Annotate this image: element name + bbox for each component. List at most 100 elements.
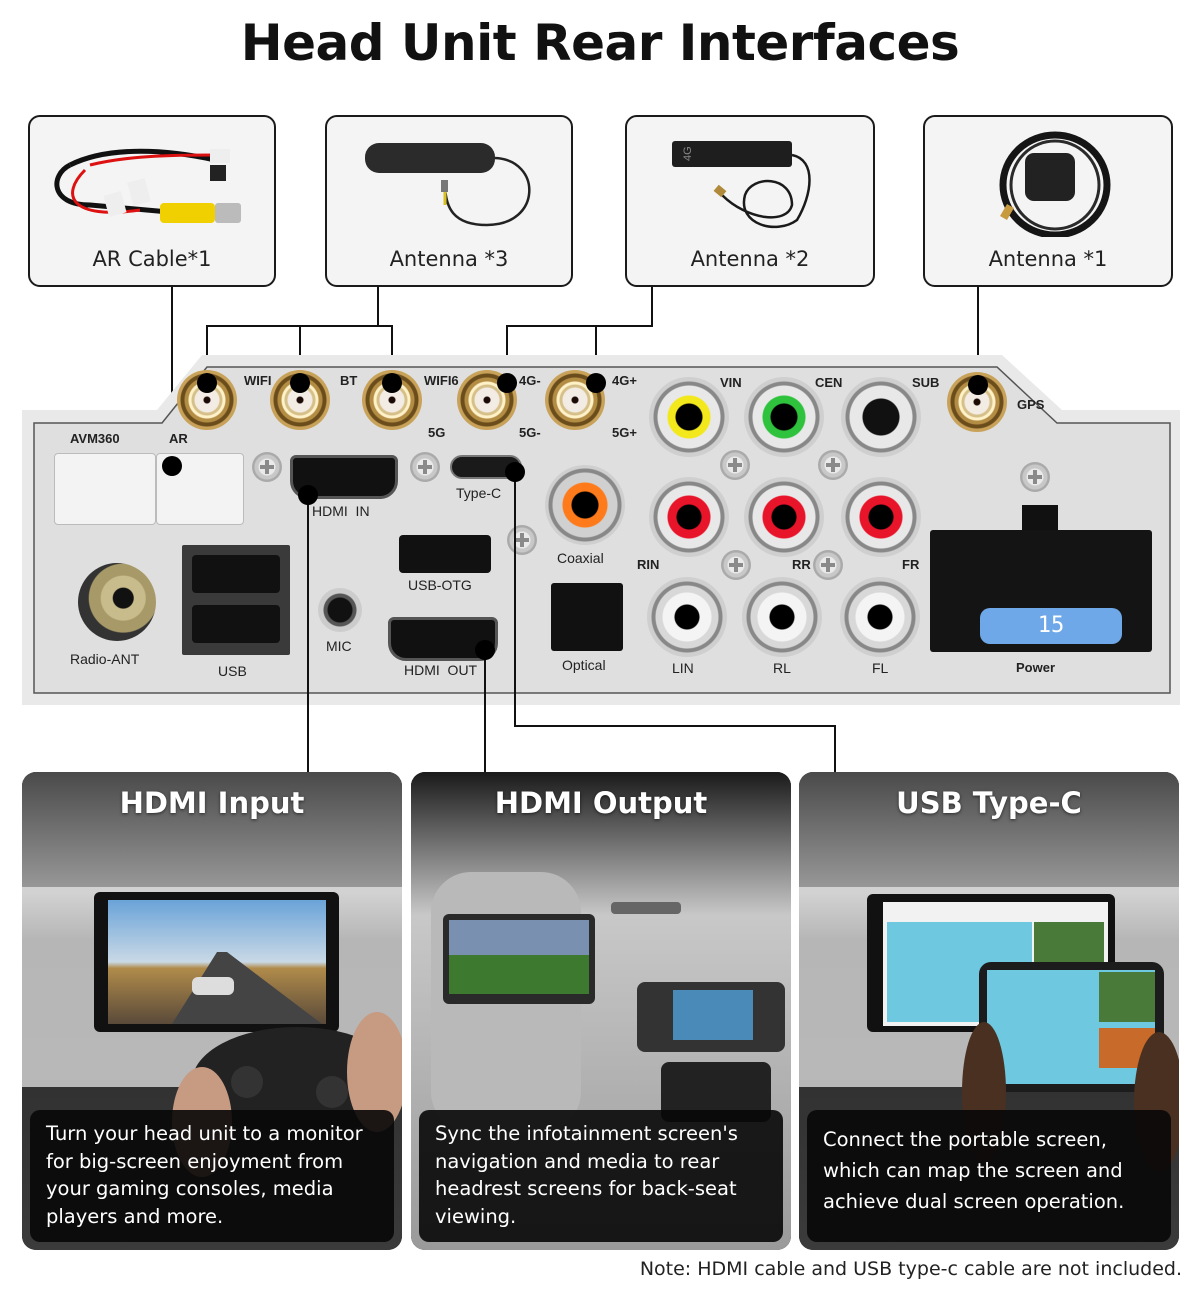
connector-line [484, 650, 486, 773]
screw-icon [721, 550, 751, 580]
radio-antenna-port[interactable] [78, 563, 156, 641]
port-label-4g-plus: 4G+ [612, 373, 637, 388]
port-label-bt: BT [340, 373, 358, 388]
connector-line [299, 325, 301, 383]
port-label-coaxial: Coaxial [557, 550, 604, 566]
feature-card-hdmi-output: HDMI Output Sync the infotainment screen… [411, 772, 791, 1250]
port-label-ar: AR [169, 431, 188, 446]
rr-port[interactable] [744, 477, 824, 557]
power-connector[interactable]: 15 [930, 530, 1152, 652]
lin-port[interactable] [647, 577, 727, 657]
screw-icon [813, 550, 843, 580]
feature-title: HDMI Input [119, 786, 305, 820]
port-label-optical: Optical [562, 657, 606, 673]
accessory-card-antenna-1: Antenna *1 [923, 115, 1173, 287]
4g-antenna-icon: 4G [672, 141, 811, 229]
feature-card-usb-type-c: USB Type-C Connect the portable screen, … [799, 772, 1179, 1250]
ar-cable-icon [54, 148, 241, 223]
port-label-gps: GPS [1017, 397, 1045, 412]
connector-dot [505, 462, 525, 482]
page-title: Head Unit Rear Interfaces [240, 14, 960, 72]
connector-line [651, 287, 653, 327]
connector-dot [382, 373, 402, 393]
feature-description: Sync the infotainment screen's navigatio… [419, 1110, 783, 1242]
port-label-mic: MIC [326, 638, 352, 654]
usb-port-lower[interactable] [192, 605, 280, 643]
cen-port[interactable] [744, 377, 824, 457]
port-label-hdmi-in: HDMI IN [312, 503, 370, 519]
screw-icon [818, 450, 848, 480]
accessory-label: AR Cable*1 [92, 247, 212, 271]
fl-port[interactable] [840, 577, 920, 657]
usb-port-dual[interactable] [182, 545, 290, 655]
screw-icon [252, 452, 282, 482]
rin-port[interactable] [649, 477, 729, 557]
port-label-wifi6: WIFI6 [424, 373, 459, 388]
rl-port[interactable] [742, 577, 822, 657]
usb-port-upper[interactable] [192, 555, 280, 593]
stick-antenna-icon [365, 143, 531, 227]
port-label-vin: VIN [720, 375, 742, 390]
port-label-cen: CEN [815, 375, 843, 390]
accessory-card-antenna-2: 4G Antenna *2 [625, 115, 875, 287]
connector-dot [197, 373, 217, 393]
accessory-card-ar-cable: AR Cable*1 [28, 115, 276, 287]
screw-icon [720, 450, 750, 480]
port-label-fr: FR [902, 557, 920, 572]
connector-dot [290, 373, 310, 393]
port-label-5g: 5G [428, 425, 446, 440]
4g-badge: 4G [682, 146, 694, 161]
connector-line [834, 725, 836, 773]
port-label-avm360: AVM360 [70, 431, 120, 446]
mic-port[interactable] [318, 588, 362, 632]
port-label-5g-minus: 5G- [519, 425, 541, 440]
feature-description: Turn your head unit to a monitor for big… [30, 1110, 394, 1242]
feature-description: Connect the portable screen, which can m… [807, 1110, 1171, 1242]
optical-port[interactable] [551, 583, 623, 651]
connector-line [506, 325, 653, 327]
connector-line [506, 325, 508, 383]
port-label-4g-minus: 4G- [519, 373, 541, 388]
connector-line [514, 472, 516, 727]
port-label-rin: RIN [637, 557, 660, 572]
usb-otg-port[interactable] [399, 535, 491, 573]
head-unit-rear-panel: WIFI BT WIFI6 5G 4G- 5G- 4G+ 5G+ GPS AVM… [22, 355, 1180, 705]
gps-antenna-icon [999, 131, 1111, 237]
connector-dot [968, 375, 988, 395]
fr-port[interactable] [841, 477, 921, 557]
port-label-radio-ant: Radio-ANT [70, 651, 140, 667]
feature-card-hdmi-input: HDMI Input Turn your head unit to a moni… [22, 772, 402, 1250]
screw-icon [1020, 462, 1050, 492]
connector-dot [475, 640, 495, 660]
port-label-rr: RR [792, 557, 811, 572]
accessory-label: Antenna *1 [988, 247, 1108, 271]
port-label-5g-plus: 5G+ [612, 425, 637, 440]
accessory-label: Antenna *3 [389, 247, 509, 271]
port-label-lin: LIN [672, 660, 694, 676]
accessory-card-antenna-3: Antenna *3 [325, 115, 573, 287]
screw-icon [410, 452, 440, 482]
avm360-connector[interactable] [54, 453, 156, 525]
port-label-fl: FL [872, 660, 889, 676]
connector-line [514, 725, 836, 727]
connector-dot [162, 456, 182, 476]
port-label-hdmi-out: HDMI OUT [404, 662, 478, 678]
sub-port[interactable] [841, 377, 921, 457]
port-label-wifi: WIFI [244, 373, 272, 388]
accessory-label: Antenna *2 [690, 247, 810, 271]
feature-title: USB Type-C [896, 786, 1082, 820]
port-label-power: Power [1016, 660, 1056, 675]
connector-line [595, 325, 597, 383]
coaxial-port[interactable] [545, 465, 625, 545]
connector-line [171, 287, 173, 467]
vin-port[interactable] [649, 377, 729, 457]
port-label-sub: SUB [912, 375, 940, 390]
feature-title: HDMI Output [494, 786, 708, 820]
connector-line [307, 495, 309, 773]
connector-line [391, 325, 393, 383]
screw-icon [507, 525, 537, 555]
connector-dot [497, 373, 517, 393]
port-label-usb: USB [218, 663, 247, 679]
fuse-15a: 15 [980, 608, 1122, 644]
port-label-rl: RL [773, 660, 791, 676]
